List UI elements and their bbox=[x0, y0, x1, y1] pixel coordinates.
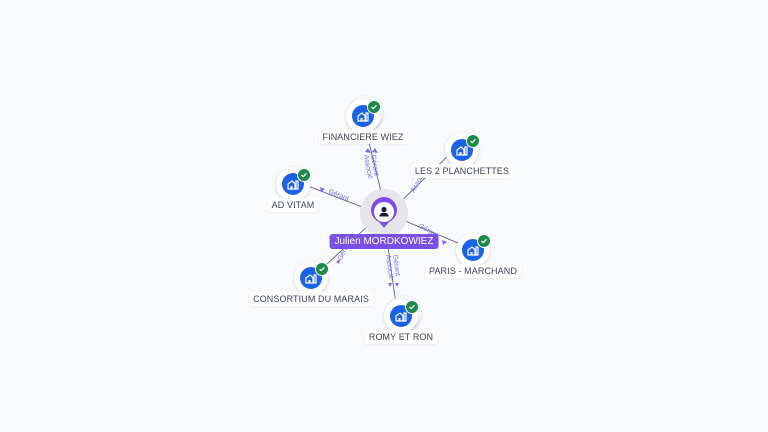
verified-check-icon bbox=[315, 262, 329, 276]
verified-check-icon bbox=[466, 134, 480, 148]
edge-label: Associé bbox=[384, 254, 394, 279]
company-label: AD VITAM bbox=[267, 198, 319, 212]
company-label: PARIS - MARCHAND bbox=[425, 264, 521, 278]
verified-check-icon bbox=[367, 100, 381, 114]
company-label: LES 2 PLANCHETTES bbox=[410, 164, 514, 178]
verified-check-icon bbox=[477, 234, 491, 248]
company-label: CONSORTIUM DU MARAIS bbox=[249, 292, 373, 306]
edge-label: Gérant bbox=[327, 188, 350, 203]
edge-label: Gérant bbox=[391, 254, 401, 276]
verified-check-icon bbox=[297, 168, 311, 182]
edge-label: Associé bbox=[362, 154, 373, 179]
company-label: ROMY ET RON bbox=[364, 330, 438, 344]
verified-check-icon bbox=[405, 300, 419, 314]
person-name-label: Julien MORDKOWIEZ bbox=[329, 234, 439, 249]
company-label: FINANCIERE WIEZ bbox=[318, 130, 408, 144]
edge-label: Gérant bbox=[369, 154, 380, 176]
person-pin-icon bbox=[371, 197, 397, 228]
